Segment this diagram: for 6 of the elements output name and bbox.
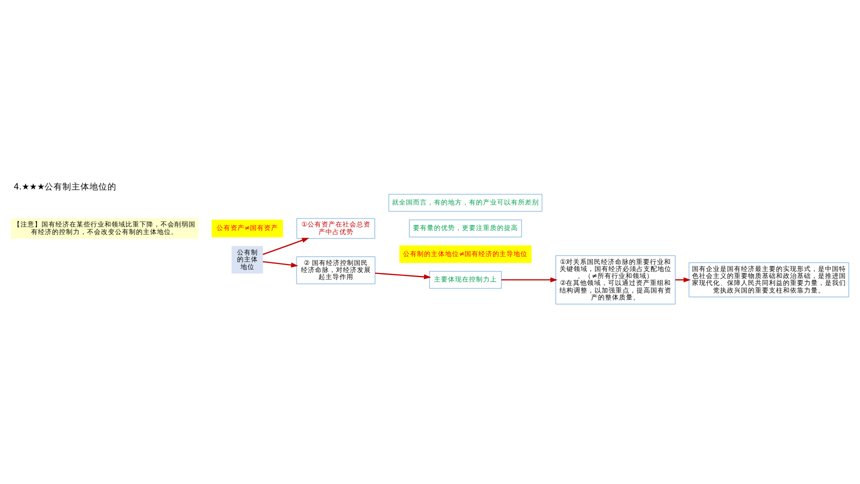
diagram-title: 4.★★★公有制主体地位的 <box>14 182 117 192</box>
arrow <box>501 276 558 282</box>
arrow <box>262 237 310 255</box>
arrow <box>375 272 432 279</box>
arrow <box>262 260 298 268</box>
arrow <box>675 276 691 282</box>
